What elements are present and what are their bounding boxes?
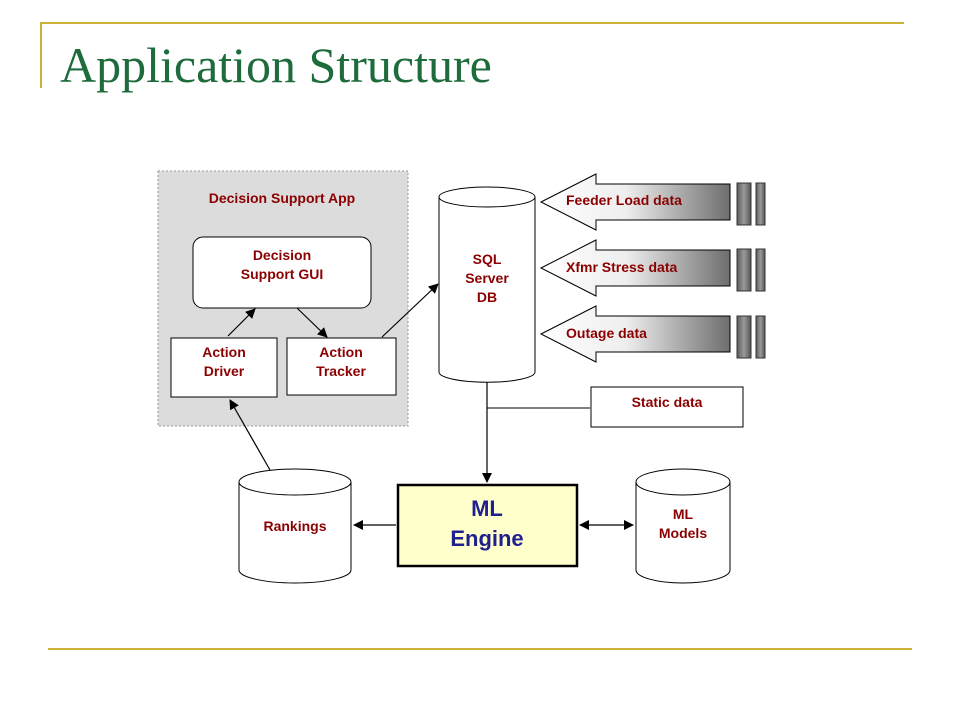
action-tracker-label-line2: Tracker <box>316 363 366 379</box>
action-driver-box <box>170 337 278 398</box>
outage-arrow <box>539 305 766 363</box>
decision-support-app-label: Decision Support App <box>209 190 355 206</box>
action-driver-label-line2: Driver <box>204 363 245 379</box>
gui-label-line2: Support GUI <box>241 266 323 282</box>
static-data-box <box>590 386 744 428</box>
xfmr-stress-arrow <box>539 239 766 297</box>
feeder-load-label: Feeder Load data <box>566 192 682 208</box>
rankings-label: Rankings <box>263 518 326 534</box>
ml-engine-label-line2: Engine <box>450 526 523 551</box>
gui-label-line1: Decision <box>253 247 311 263</box>
xfmr-stress-label: Xfmr Stress data <box>566 259 677 275</box>
arrow-tracker-to-sql <box>381 283 439 338</box>
action-tracker-box <box>286 337 397 396</box>
sql-server-db-cylinder <box>438 186 536 383</box>
slide-title: Application Structure <box>60 37 492 93</box>
sql-label-line2: Server <box>465 270 509 286</box>
ml-engine-box <box>396 483 579 568</box>
action-tracker-label-line1: Action <box>319 344 363 360</box>
frame-bottom-rule <box>48 648 912 650</box>
sql-label-line1: SQL <box>473 251 502 267</box>
action-driver-label-line1: Action <box>202 344 246 360</box>
arrow-gui-to-tracker <box>296 307 328 338</box>
frame-top-rule <box>40 22 904 24</box>
frame-left-rule <box>40 22 42 88</box>
static-data-label: Static data <box>632 394 703 410</box>
ml-models-label-line1: ML <box>673 506 694 522</box>
outage-label: Outage data <box>566 325 647 341</box>
arrow-driver-to-gui <box>227 308 256 337</box>
ml-engine-label-line1: ML <box>471 496 503 521</box>
ml-models-cylinder <box>635 468 731 584</box>
decision-support-gui-box <box>192 236 372 309</box>
rankings-cylinder <box>238 468 352 584</box>
ml-models-label-line2: Models <box>659 525 707 541</box>
arrow-rankings-to-action-driver <box>229 399 271 471</box>
feeder-load-arrow <box>539 173 766 231</box>
sql-label-line3: DB <box>477 289 497 305</box>
